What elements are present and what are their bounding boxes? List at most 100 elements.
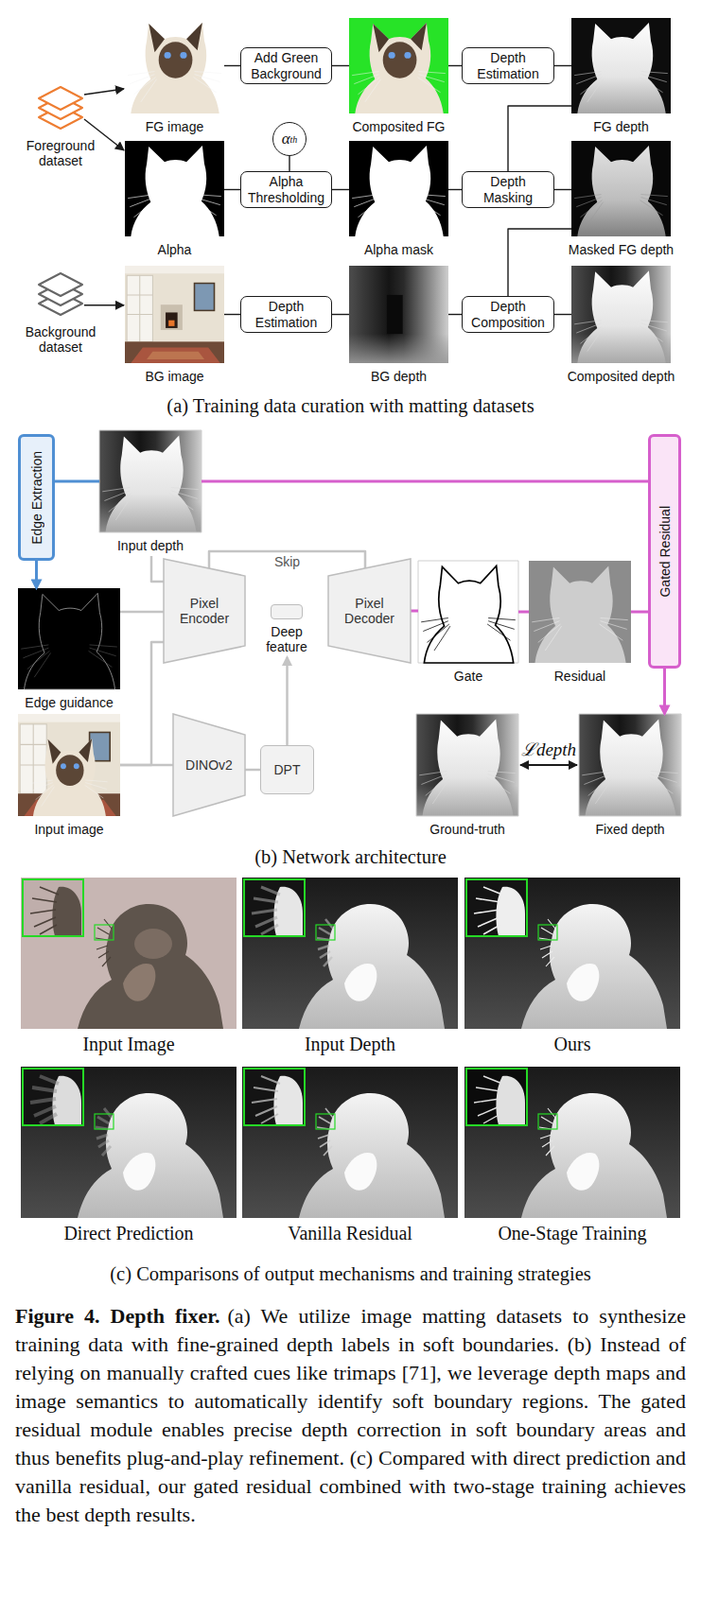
node-label: One-Stage Training xyxy=(497,1223,647,1245)
image-panel: Ground-truth xyxy=(416,714,519,817)
dataset-icon: Foreground dataset xyxy=(38,87,83,133)
encoder-trapezoid: DINOv2 xyxy=(173,714,246,817)
connector xyxy=(332,65,350,67)
module-box: Gated Residual xyxy=(648,434,682,669)
trapezoid-shape xyxy=(173,714,246,817)
node-label: Foreground dataset xyxy=(15,138,106,169)
connector xyxy=(54,480,100,484)
image-panel: Input depth xyxy=(99,430,202,533)
node-label: Edge guidance xyxy=(24,695,113,711)
result-image: Input Image xyxy=(20,877,237,1030)
connector xyxy=(448,189,462,191)
node-label: Residual xyxy=(554,668,606,684)
box-label: Pixel Encoder xyxy=(163,595,246,627)
image-panel: Gate xyxy=(418,560,519,664)
edge-label: Skip xyxy=(272,554,302,570)
image-panel: FG depth xyxy=(571,17,671,114)
image-panel: BG depth xyxy=(349,265,449,364)
feature-box: Deep feature xyxy=(270,604,303,620)
connector xyxy=(201,480,649,484)
node-label: Input Depth xyxy=(304,1033,396,1055)
connector xyxy=(332,189,350,191)
connector xyxy=(84,304,124,306)
connector xyxy=(520,764,578,767)
node-label: Composited FG xyxy=(351,119,445,135)
image-panel: Masked FG depth xyxy=(571,140,671,237)
connector xyxy=(224,65,241,67)
parameter-circle: αth xyxy=(272,122,307,157)
connector xyxy=(554,314,572,316)
connector xyxy=(554,189,572,191)
node-label: Input Image xyxy=(82,1033,175,1055)
connector xyxy=(630,611,649,614)
module-box: Edge Extraction xyxy=(17,434,55,561)
box-label: Depth Composition xyxy=(466,298,550,330)
process-box: Depth Masking xyxy=(461,171,555,209)
node-label: Gate xyxy=(454,668,483,684)
connector xyxy=(663,668,666,715)
box-label: Pixel Decoder xyxy=(328,595,411,627)
parameter-symbol: th xyxy=(290,134,298,145)
image-panel: BG image xyxy=(124,265,225,364)
trapezoid-shape xyxy=(328,559,411,664)
connector xyxy=(35,560,38,589)
connector xyxy=(508,105,572,172)
module-label: Gated Residual xyxy=(658,506,672,598)
figure-title: Figure 4. Depth fixer. xyxy=(15,1304,220,1329)
node-label: Input image xyxy=(34,822,104,838)
result-image: Direct Prediction xyxy=(20,1067,237,1219)
node-label: FG image xyxy=(145,119,204,135)
process-box: Depth Estimation xyxy=(461,47,555,85)
node-label: Masked FG depth xyxy=(568,242,674,258)
connector xyxy=(84,88,124,95)
process-box: Depth Estimation xyxy=(240,296,333,333)
connector xyxy=(410,610,419,614)
image-panel: Alpha xyxy=(124,140,225,237)
decoder-trapezoid: Pixel Decoder xyxy=(328,559,411,664)
image-panel: Alpha mask xyxy=(349,140,449,237)
connector xyxy=(554,65,572,67)
figure-caption: (a) We utilize image matting datasets to… xyxy=(15,1304,686,1527)
node-label: Deep feature xyxy=(260,624,314,655)
node-label: Ground-truth xyxy=(429,822,505,838)
node-label: Alpha mask xyxy=(364,242,434,258)
box-label: DPT xyxy=(274,762,301,778)
process-box: Depth Composition xyxy=(461,296,555,333)
image-panel: Composited FG xyxy=(349,17,449,114)
box-label: DINOv2 xyxy=(185,757,233,773)
dataset-icon: Background dataset xyxy=(38,273,83,319)
node-label: Composited depth xyxy=(567,368,676,385)
parameter-symbol: α xyxy=(281,129,291,149)
node-label: Vanilla Residual xyxy=(287,1223,413,1245)
node-label: BG image xyxy=(144,368,204,385)
node-label: BG depth xyxy=(370,368,427,385)
box-label: Depth Estimation xyxy=(466,50,550,81)
caption-block: Figure 4. Depth fixer.(a) We utilize ima… xyxy=(15,1302,686,1530)
encoder-trapezoid: Pixel Encoder xyxy=(163,559,246,664)
connector xyxy=(508,228,572,297)
trapezoid-shape xyxy=(163,559,246,664)
connector xyxy=(285,657,289,746)
node-label: Input depth xyxy=(117,538,184,554)
node-label: Ours xyxy=(554,1033,592,1055)
box-label: Depth Estimation xyxy=(245,298,328,330)
result-image: Input Depth xyxy=(242,877,458,1030)
node-label: Background dataset xyxy=(15,324,106,355)
process-box: Alpha Thresholding xyxy=(240,171,333,209)
edge-label: ℒdepth xyxy=(519,740,579,761)
node-label: Fixed depth xyxy=(595,822,665,838)
box-label: Add Green Background xyxy=(245,50,328,81)
connector xyxy=(288,156,290,172)
connector xyxy=(120,642,164,766)
connector xyxy=(151,556,164,582)
connector xyxy=(448,314,462,316)
connector xyxy=(245,769,261,772)
connector xyxy=(518,611,529,614)
node-label: Direct Prediction xyxy=(63,1223,193,1245)
panel-caption: (c) Comparisons of output mechanisms and… xyxy=(0,1262,701,1287)
connector xyxy=(332,314,350,316)
result-image: Vanilla Residual xyxy=(242,1067,458,1219)
box-label: Alpha Thresholding xyxy=(245,174,328,205)
panel-caption: (a) Training data curation with matting … xyxy=(0,394,701,419)
